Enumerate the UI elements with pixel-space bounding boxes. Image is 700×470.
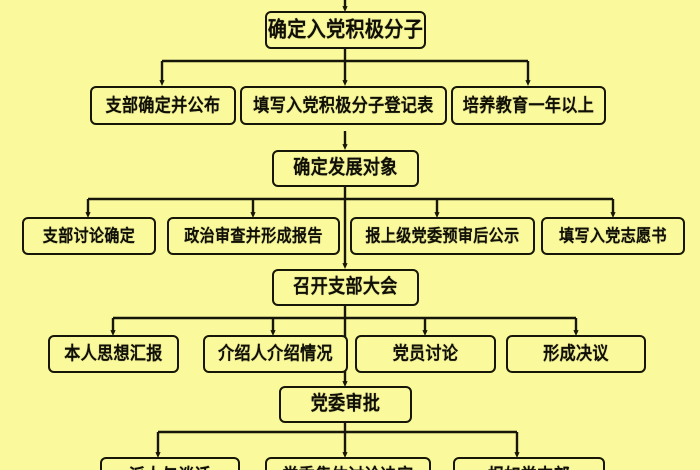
node-report-upper-committee-publicity[interactable]: 报上级党委预审后公示 <box>350 217 535 255</box>
node-label: 召开支部大会 <box>293 275 398 299</box>
node-label: 党员讨论 <box>392 342 459 365</box>
node-label: 确定发展对象 <box>293 156 398 180</box>
node-label: 培养教育一年以上 <box>462 94 595 116</box>
node-label: 报上级党委预审后公示 <box>365 225 520 246</box>
node-label: 党委集体讨论决定 <box>282 466 413 470</box>
node-form-resolution[interactable]: 形成决议 <box>506 335 646 373</box>
node-report-to-branch[interactable]: 报如党支部 <box>453 457 605 470</box>
node-committee-collective-decision[interactable]: 党委集体讨论决定 <box>265 457 431 470</box>
node-label: 报如党支部 <box>488 466 570 470</box>
node-self-thought-report[interactable]: 本人思想汇报 <box>48 335 179 373</box>
node-confirm-development-target[interactable]: 确定发展对象 <box>272 150 419 187</box>
node-label: 介绍人介绍情况 <box>218 342 333 365</box>
node-train-one-year[interactable]: 培养教育一年以上 <box>451 86 606 125</box>
node-label: 派人与谈话 <box>129 466 211 470</box>
node-member-discussion[interactable]: 党员讨论 <box>355 335 496 373</box>
node-committee-approval[interactable]: 党委审批 <box>279 386 412 423</box>
node-branch-confirm-publish[interactable]: 支部确定并公布 <box>90 86 236 125</box>
node-confirm-activist[interactable]: 确定入党积极分子 <box>265 11 426 49</box>
node-fill-activist-form[interactable]: 填写入党积极分子登记表 <box>240 86 447 125</box>
node-send-person-talk[interactable]: 派人与谈话 <box>100 457 240 470</box>
node-label: 政治审查并形成报告 <box>184 225 323 246</box>
node-label: 支部讨论确定 <box>42 225 136 246</box>
node-branch-discussion[interactable]: 支部讨论确定 <box>22 217 156 255</box>
node-label: 党委审批 <box>310 392 381 416</box>
node-introducer-presentation[interactable]: 介绍人介绍情况 <box>203 335 348 373</box>
node-label: 本人思想汇报 <box>64 342 163 365</box>
node-political-review-report[interactable]: 政治审查并形成报告 <box>167 217 340 255</box>
node-label: 填写入党志愿书 <box>559 225 667 246</box>
node-label: 形成决议 <box>543 342 609 365</box>
node-fill-application-form[interactable]: 填写入党志愿书 <box>541 217 685 255</box>
node-hold-branch-meeting[interactable]: 召开支部大会 <box>272 269 419 306</box>
node-label: 确定入党积极分子 <box>267 17 424 42</box>
node-label: 填写入党积极分子登记表 <box>253 94 434 116</box>
node-label: 支部确定并公布 <box>105 94 221 116</box>
